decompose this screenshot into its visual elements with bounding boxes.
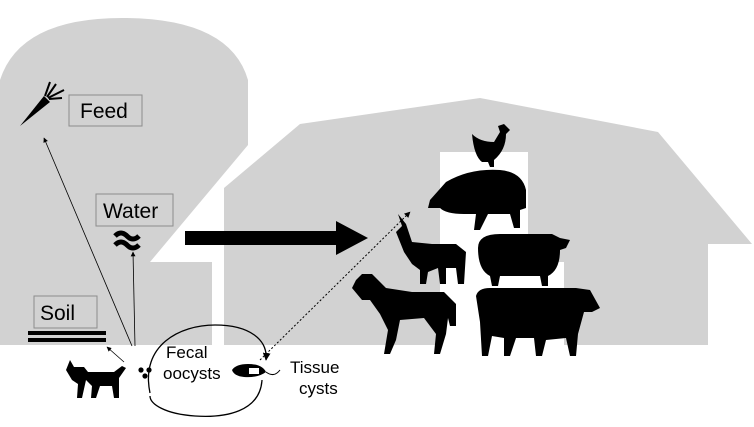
cycle-loop <box>147 324 271 394</box>
feed-label: Feed <box>80 100 128 123</box>
water-wave-icon <box>113 230 141 251</box>
cycle-loop-return <box>149 379 263 417</box>
cat-icon <box>66 360 126 398</box>
fecal-oocysts-label: Fecal oocysts <box>163 343 221 383</box>
chicken-icon <box>472 124 510 167</box>
arrow-to-feed <box>43 137 133 347</box>
tissue-cysts-label: Tissue cysts <box>290 358 344 398</box>
water-label-box: Water <box>95 193 174 227</box>
pig-icon <box>428 169 526 230</box>
cow-icon <box>476 288 600 356</box>
arrow-to-water <box>130 251 136 347</box>
fecal-oocysts-line-2: oocysts <box>163 364 221 383</box>
carrot-icon <box>20 81 65 126</box>
soil-layers-icon <box>28 331 106 342</box>
sheep-icon <box>478 234 570 286</box>
goat-icon <box>396 214 466 284</box>
soil-label: Soil <box>40 302 75 325</box>
rodent-icon <box>232 364 281 378</box>
water-label: Water <box>103 200 158 223</box>
arrow-to-soil <box>106 346 125 363</box>
fecal-oocysts-line-1: Fecal <box>166 343 208 362</box>
silo-building <box>0 18 248 345</box>
arrow-to-livestock <box>259 211 411 361</box>
soil-label-box: Soil <box>33 295 98 329</box>
big-arrow-to-barn <box>185 221 368 255</box>
oocyst-dots-icon <box>138 367 152 379</box>
feed-label-box: Feed <box>68 94 143 127</box>
tissue-cysts-line-1: Tissue <box>290 358 339 377</box>
horse-icon <box>352 274 456 354</box>
tissue-cysts-line-2: cysts <box>299 379 338 398</box>
